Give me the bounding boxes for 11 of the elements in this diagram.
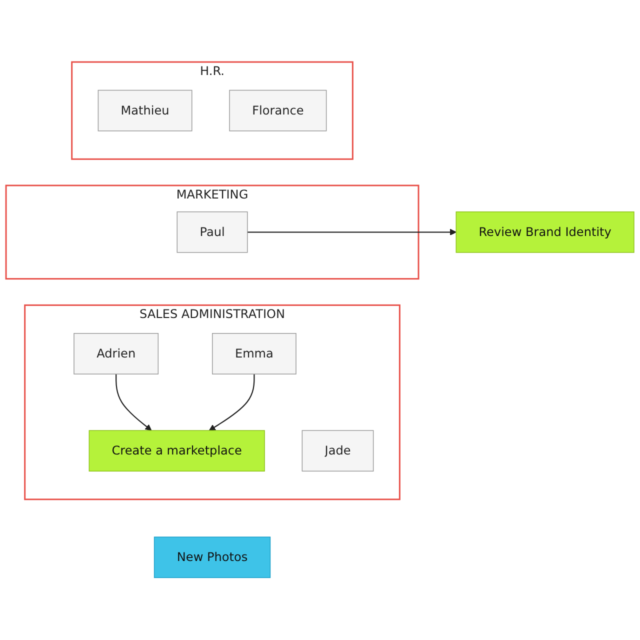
- node-box: Adrien: [74, 333, 159, 375]
- arrow: [247, 229, 456, 236]
- node-box: Florance: [229, 90, 327, 132]
- node-box: Mathieu: [98, 90, 192, 132]
- node-box: Create a marketplace: [88, 430, 265, 472]
- node-box: Emma: [212, 333, 296, 375]
- arrow: [116, 374, 152, 431]
- node-box: Paul: [176, 212, 248, 253]
- node-box: New Photos: [154, 536, 271, 578]
- node-box: Review Brand Identity: [456, 212, 634, 253]
- arrow: [208, 374, 255, 431]
